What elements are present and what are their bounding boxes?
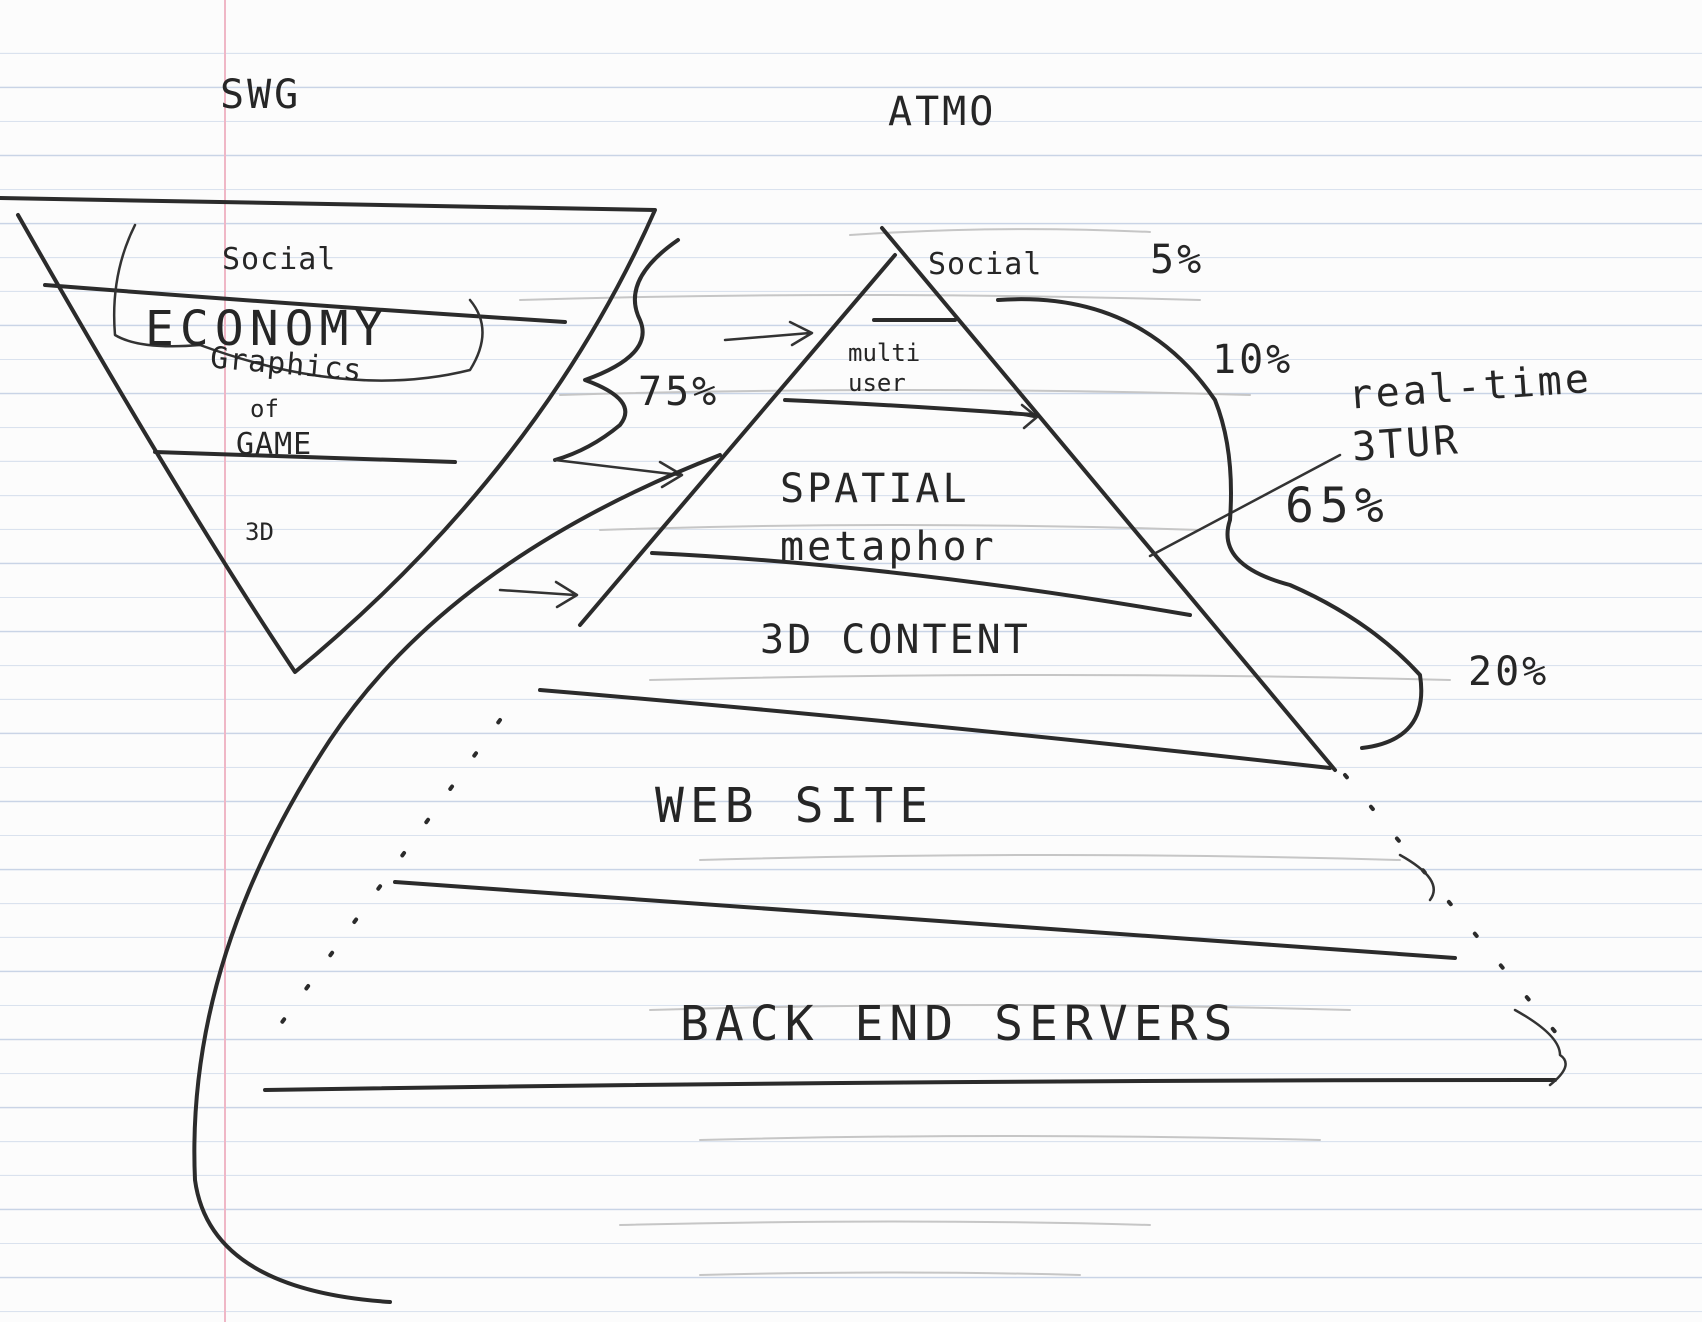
swg-share-label: 75%: [638, 369, 720, 415]
faint-background-writing: [519, 228, 1451, 1276]
atmo-percent-3d-content: 20%: [1468, 649, 1550, 695]
right-brace-curve: [996, 297, 1424, 750]
pyramid-divider-spatial: [650, 551, 1192, 617]
pyramid-divider-web: [393, 880, 1457, 960]
pyramid-left-edge: [578, 253, 897, 627]
margin-line: [224, 0, 226, 1322]
pyramid-divider-3d: [538, 688, 1332, 770]
arrow-to-multiuser: [723, 320, 814, 347]
swg-triangle-outline: [0, 196, 657, 674]
swg-layer-game: GAME: [236, 427, 313, 462]
arrow-to-3d: [498, 580, 579, 609]
left-sweep-curve: [192, 453, 722, 1304]
swg-layer-of: of: [250, 395, 279, 423]
swg-divider-2: [153, 450, 457, 464]
swg-layer-3d: 3D: [245, 518, 274, 546]
swg-layer-economy: ECONOMY: [145, 301, 390, 357]
atmo-percent-spatial: 65%: [1285, 478, 1390, 534]
atmo-percent-multiuser: 10%: [1212, 337, 1294, 383]
atmo-pyramid: [260, 226, 1572, 1092]
swg-title: SWG: [220, 72, 302, 118]
atmo-realtime-annotation: real-time 3TUR: [1346, 355, 1594, 471]
atmo-percent-social: 5%: [1150, 237, 1205, 283]
swg-triangle: [0, 196, 657, 674]
arrow-to-spatial: [553, 458, 684, 489]
atmo-layer-social: Social: [928, 247, 1043, 282]
right-squiggle-1: [1398, 853, 1435, 902]
pyramid-dashed-right: [1343, 773, 1572, 1052]
right-squiggle-2: [1513, 1008, 1567, 1087]
atmo-layer-3d-content: 3D CONTENT: [760, 617, 1031, 663]
brace: [553, 238, 680, 462]
swg-economy-loop: [112, 223, 484, 382]
real-time-pointer: [1148, 453, 1342, 558]
swg-layer-social: Social: [222, 242, 337, 277]
pyramid-divider-user: [783, 398, 1037, 417]
atmo-title: ATMO: [888, 89, 997, 135]
pyramid-dashed-left: [260, 718, 502, 1052]
atmo-layer-multiuser: multi user: [848, 339, 921, 397]
pyramid-right-edge: [880, 226, 1337, 772]
pyramid-base: [263, 1078, 1557, 1092]
atmo-layer-spatial: SPATIAL metaphor: [780, 466, 997, 570]
atmo-layer-website: WEB SITE: [655, 778, 935, 834]
atmo-layer-backend: BACK END SERVERS: [680, 996, 1239, 1052]
